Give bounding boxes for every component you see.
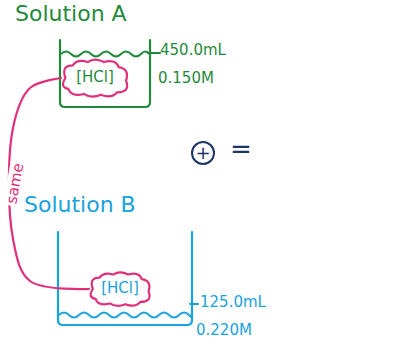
quantity-text: [HCl] bbox=[101, 280, 139, 297]
concentration-cloud: [HCl] bbox=[86, 270, 154, 308]
beaker: Solution B [HCl] bbox=[10, 190, 200, 328]
cloud-outline bbox=[63, 60, 127, 97]
concentration-label: 0.150M bbox=[158, 70, 214, 87]
liquid-surface bbox=[59, 313, 192, 318]
plus-sign: + bbox=[195, 143, 210, 164]
beaker-outline bbox=[58, 232, 192, 325]
volume-tick bbox=[148, 52, 160, 54]
concentration-cloud: [HCl] bbox=[58, 57, 132, 99]
concentration-label: 0.220M bbox=[196, 322, 252, 339]
plus-circle bbox=[192, 142, 214, 164]
beaker: Solution A [HCl] bbox=[10, 0, 170, 108]
cloud-outline bbox=[91, 272, 150, 306]
equals-sign: = bbox=[230, 135, 252, 165]
volume-label: 450.0mL bbox=[160, 42, 226, 59]
volume-label: 125.0mL bbox=[200, 294, 266, 311]
liquid-surface bbox=[61, 52, 149, 57]
solution-heading: Solution A bbox=[15, 1, 127, 26]
volume-tick bbox=[190, 303, 198, 305]
solution-heading: Solution B bbox=[24, 192, 136, 217]
quantity-text: [HCl] bbox=[76, 69, 114, 86]
link-label: same bbox=[3, 160, 28, 207]
beaker-outline bbox=[60, 40, 150, 107]
